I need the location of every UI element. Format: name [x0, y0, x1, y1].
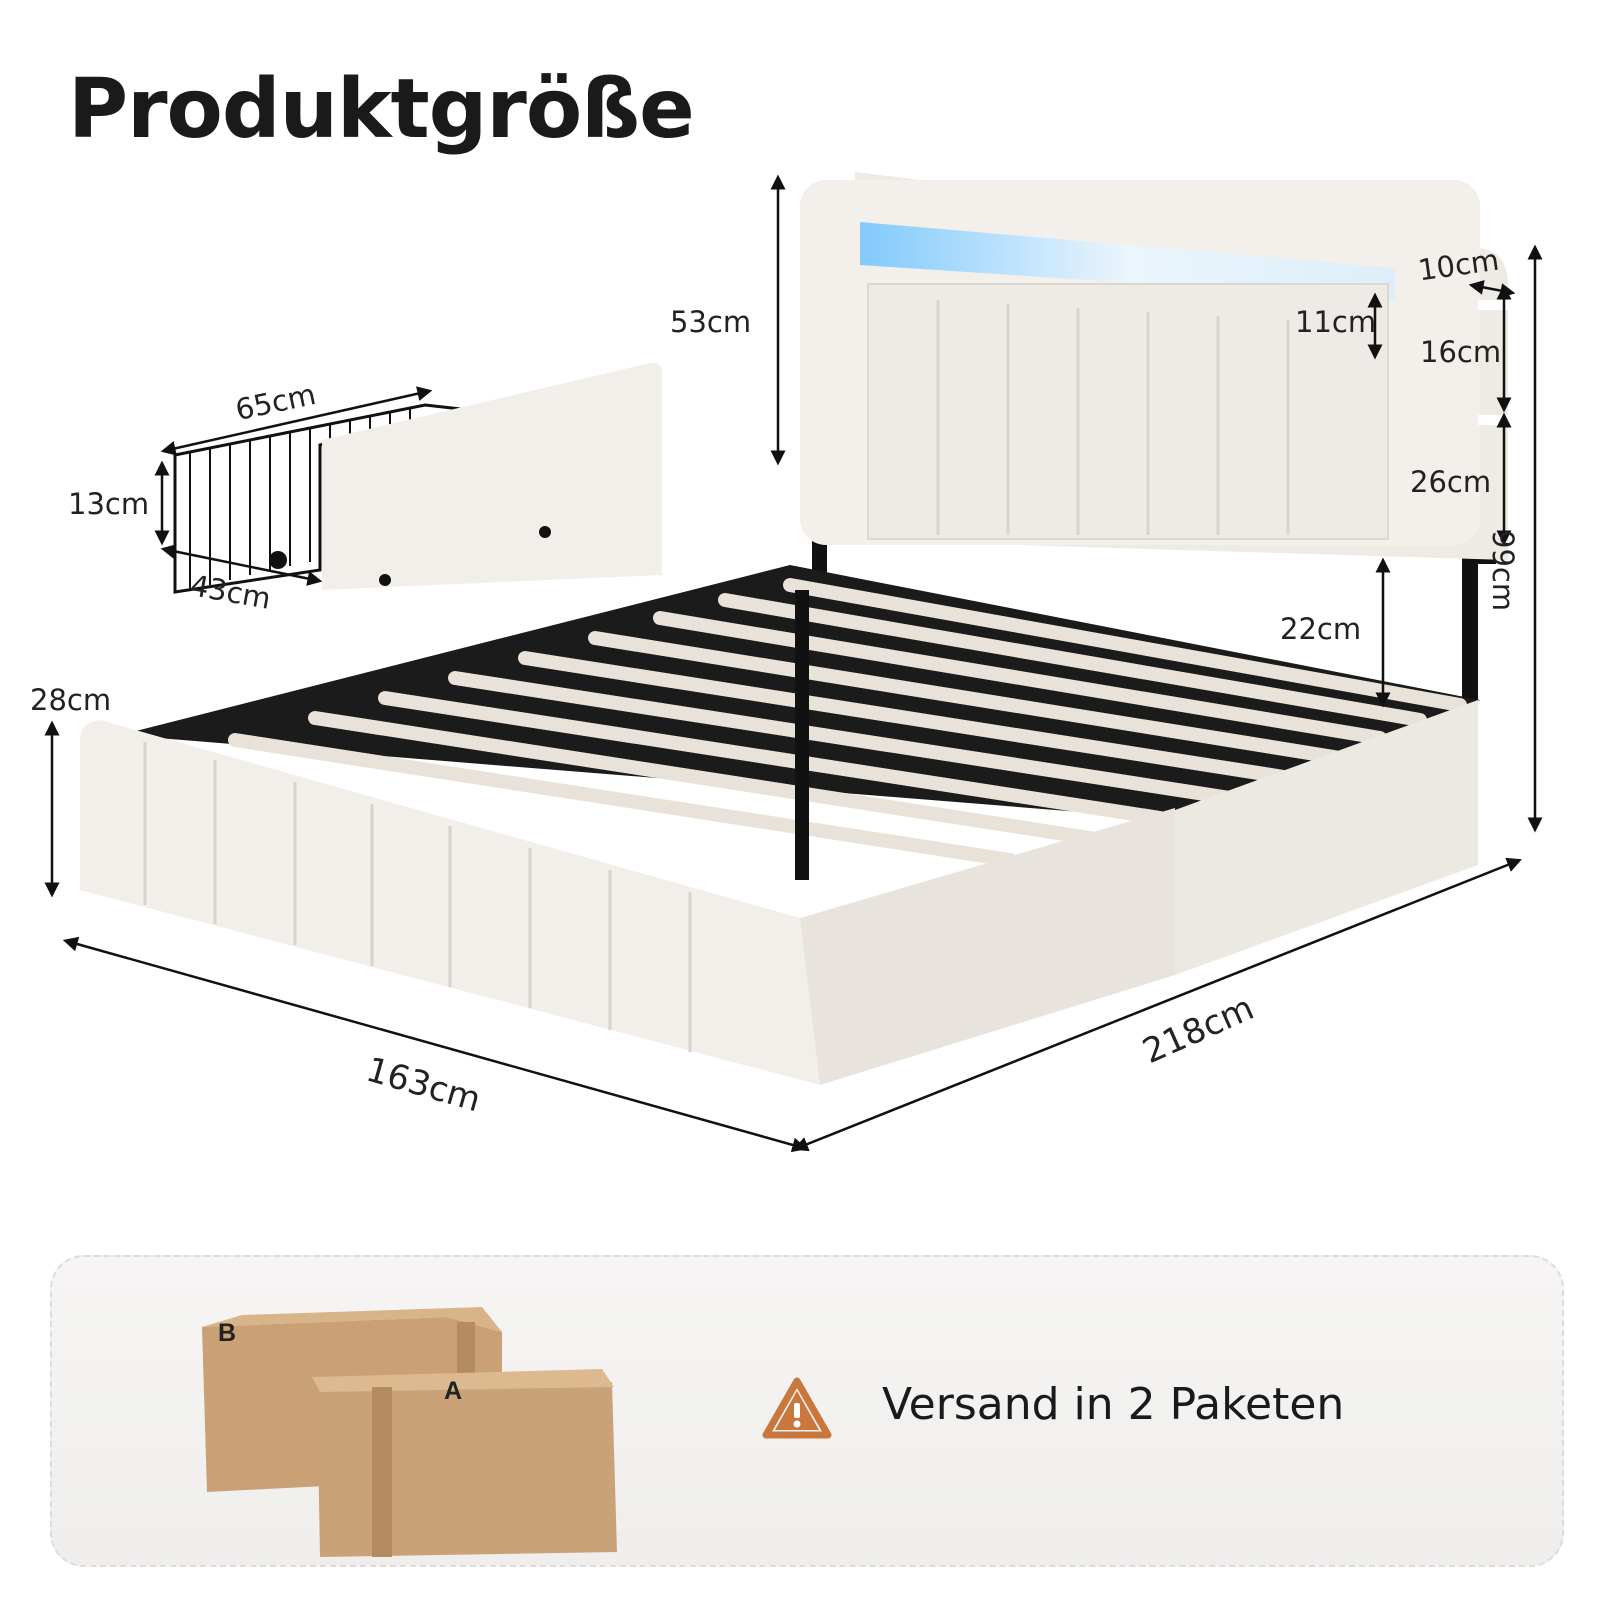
package-label-a: A [444, 1377, 463, 1405]
dim-drawer-height: 13cm [68, 487, 150, 521]
warning-icon [762, 1377, 832, 1439]
shipping-text: Versand in 2 Paketen [882, 1379, 1345, 1430]
dim-frame-height: 28cm [30, 683, 112, 717]
dim-total-height: 99cm [1486, 530, 1520, 612]
dim-light-gap: 11cm [1295, 305, 1377, 339]
dim-shelf-upper: 16cm [1420, 335, 1502, 369]
dim-shelf-lower: 26cm [1410, 465, 1492, 499]
dim-leg-clearance: 22cm [1280, 612, 1362, 646]
package-boxes-icon [202, 1307, 617, 1557]
shipping-info-panel: B A Versand in 2 Paketen [50, 1255, 1564, 1567]
package-label-b: B [218, 1319, 237, 1347]
bed-illustration [44, 172, 1543, 1153]
page-title: Produktgröße [68, 62, 695, 157]
dim-headboard-height: 53cm [670, 305, 752, 339]
headboard [800, 172, 1508, 560]
bed-frame [120, 565, 1480, 975]
